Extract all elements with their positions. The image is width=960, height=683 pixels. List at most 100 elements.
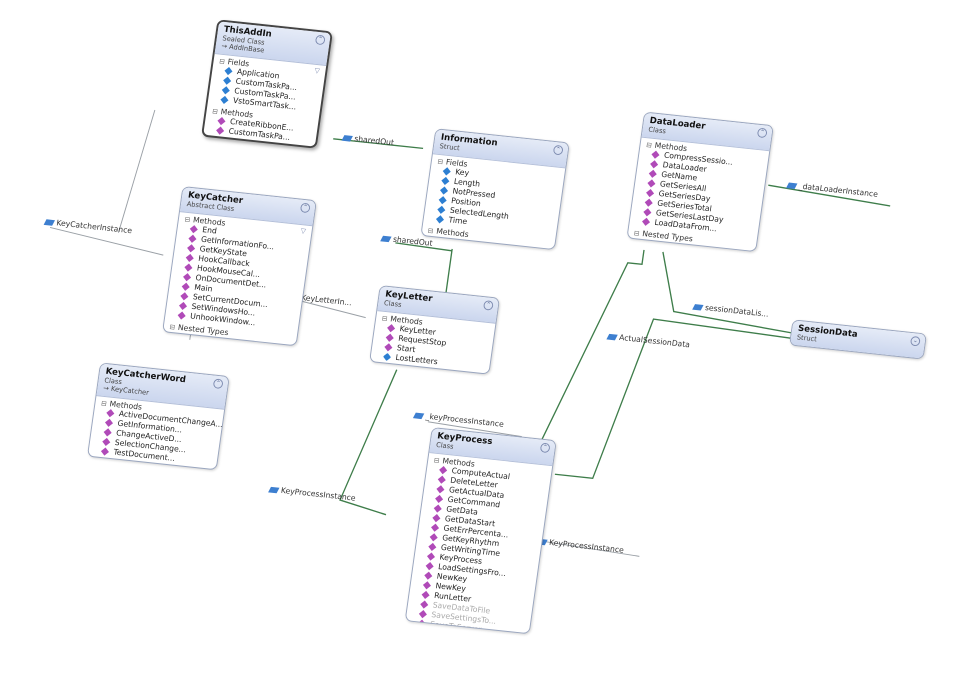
wire-line — [444, 248, 453, 297]
collapse-chevron-icon[interactable]: ⌃ — [212, 378, 224, 390]
method-icon — [425, 562, 434, 571]
collapse-chevron-icon[interactable]: ⌃ — [756, 127, 768, 139]
method-icon — [432, 514, 441, 523]
expand-chevron-icon[interactable]: ⌄ — [909, 335, 921, 347]
method-icon — [188, 234, 197, 243]
method-icon — [428, 542, 437, 551]
field-icon — [438, 196, 447, 205]
wire-line — [554, 318, 805, 480]
field-association-icon — [43, 218, 56, 226]
method-icon — [650, 160, 659, 169]
wire-line — [339, 369, 398, 516]
wire-dataloader-instance — [768, 184, 891, 207]
method-icon — [387, 324, 396, 333]
class-box-keycatcher[interactable]: KeyCatcher Abstract Class ⌃ Methods ▽ En… — [162, 186, 317, 347]
wire-session-data-list — [662, 251, 805, 336]
field-icon — [435, 215, 444, 224]
wire-line — [49, 226, 164, 256]
method-icon — [426, 552, 436, 561]
wire-line — [662, 251, 805, 336]
field-association-icon — [606, 333, 618, 340]
member-label: Time — [447, 215, 468, 227]
wire-keycatcher-instance — [49, 109, 164, 256]
field-icon — [442, 167, 451, 176]
wire-line — [768, 184, 891, 207]
wire-keyletter-instance — [300, 300, 366, 319]
method-icon — [104, 418, 114, 427]
class-box-thisaddin[interactable]: ThisAddIn Sealed Class → AddInBase ⌃ Fie… — [201, 19, 333, 149]
field-icon — [224, 67, 233, 76]
class-box-dataloader[interactable]: DataLoader Class ⌃ Methods CompressSessi… — [626, 111, 774, 253]
method-icon — [189, 225, 198, 234]
property-icon — [383, 352, 392, 362]
field-icon — [220, 95, 229, 104]
field-icon — [441, 176, 450, 186]
collapse-chevron-icon[interactable]: ⌃ — [539, 442, 551, 454]
method-icon — [642, 217, 651, 226]
method-icon — [106, 409, 115, 418]
collapse-chevron-icon[interactable]: ⌃ — [482, 300, 494, 311]
wire-keyprocess-instance-right — [540, 540, 640, 557]
method-icon — [643, 208, 652, 217]
section-methods[interactable]: Methods CompressSessio... DataLoader Get… — [629, 138, 769, 240]
field-association-icon — [268, 486, 280, 493]
wire-actual-session-data — [554, 318, 805, 480]
wire-line — [395, 242, 452, 252]
wire-line — [117, 109, 156, 233]
method-icon — [180, 292, 189, 301]
filter-icon[interactable]: ▽ — [300, 226, 307, 236]
member-label: End — [201, 225, 218, 236]
method-icon — [384, 343, 393, 352]
class-box-keyletter[interactable]: KeyLetter Class ⌃ Methods KeyLetter Requ… — [369, 285, 500, 375]
method-icon — [424, 571, 433, 580]
method-icon — [651, 150, 660, 159]
field-icon — [440, 186, 449, 195]
section-methods[interactable]: Methods ActiveDocumentChangeA... GetInfo… — [88, 396, 224, 469]
method-icon — [102, 437, 111, 447]
method-icon — [433, 504, 442, 513]
method-icon — [646, 188, 655, 198]
filter-icon[interactable]: ▽ — [314, 66, 321, 75]
method-icon — [217, 116, 226, 126]
method-icon — [436, 485, 445, 494]
method-icon — [431, 523, 440, 532]
method-icon — [418, 610, 427, 619]
method-icon — [183, 273, 192, 282]
method-icon — [422, 581, 431, 590]
member-label: Key — [454, 167, 470, 178]
method-icon — [439, 466, 448, 475]
method-icon — [181, 282, 190, 291]
section-methods[interactable]: Methods ▽ End GetInformationFo... GetKey… — [165, 212, 313, 334]
field-association-icon — [412, 412, 425, 419]
method-icon — [100, 447, 109, 456]
collapse-chevron-icon[interactable]: ⌃ — [314, 34, 326, 46]
field-association-icon — [380, 235, 392, 242]
method-icon — [437, 475, 446, 484]
method-icon — [644, 198, 653, 207]
wire-keyprocess-from-dataloader — [539, 249, 645, 444]
class-box-keycatcherword[interactable]: KeyCatcherWord Class → KeyCatcher ⌃ Meth… — [86, 362, 230, 471]
method-icon — [177, 311, 186, 320]
method-icon — [185, 253, 194, 263]
method-icon — [648, 169, 657, 178]
field-icon — [437, 205, 446, 214]
collapse-chevron-icon[interactable]: ⌃ — [552, 144, 564, 156]
field-association-icon — [786, 182, 798, 189]
method-icon — [647, 179, 656, 188]
method-icon — [179, 301, 188, 311]
field-association-icon — [692, 303, 704, 311]
section-methods[interactable]: Methods ComputeActual DeleteLetter GetAc… — [405, 453, 553, 634]
method-icon — [420, 600, 429, 609]
method-icon — [184, 263, 193, 272]
wire-line — [540, 540, 640, 557]
method-icon — [435, 494, 444, 503]
collapse-chevron-icon[interactable]: ⌃ — [299, 202, 311, 214]
field-icon — [223, 76, 232, 85]
method-icon — [216, 126, 225, 135]
class-box-information[interactable]: Information Struct ⌃ Fields Key Length N… — [420, 128, 570, 251]
wire-keyprocess-instance-left — [339, 369, 398, 516]
wire-line — [539, 249, 645, 444]
wire-shared-out-2 — [395, 242, 453, 297]
